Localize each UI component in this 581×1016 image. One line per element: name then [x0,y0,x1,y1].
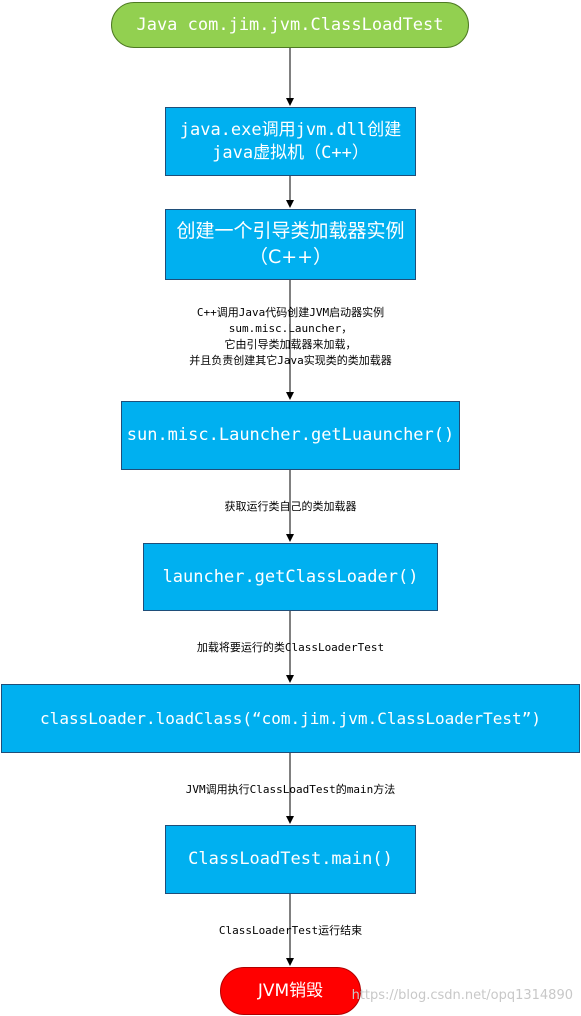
invoke-main-note-label: JVM调用执行ClassLoadTest的main方法 [185,783,396,796]
load-class-node: classLoader.loadClass(“com.jim.jvm.Class… [1,684,580,753]
get-loader-note-label: 获取运行类自己的类加载器 [224,500,357,513]
get-class-loader-node: launcher.getClassLoader() [143,543,438,611]
finish-note-label: ClassLoaderTest运行结束 [218,924,363,937]
get-launcher-node: sun.misc.Launcher.getLuauncher() [121,401,460,470]
create-jvm-node: java.exe调用jvm.dll创建 java虚拟机（C++） [165,107,416,176]
start-node: Java com.jim.jvm.ClassLoadTest [111,2,469,48]
bootstrap-loader-node: 创建一个引导类加载器实例 （C++） [165,209,416,280]
end-node: JVM销毁 [220,967,361,1015]
watermark-text: https://blog.csdn.net/opq1314890 [351,988,573,1003]
load-note-label: 加载将要运行的类ClassLoaderTest [196,641,385,654]
main-node: ClassLoadTest.main() [165,825,416,894]
launcher-note-label: C++调用Java代码创建JVM启动器实例 sum.misc.Launcher，… [189,306,392,367]
